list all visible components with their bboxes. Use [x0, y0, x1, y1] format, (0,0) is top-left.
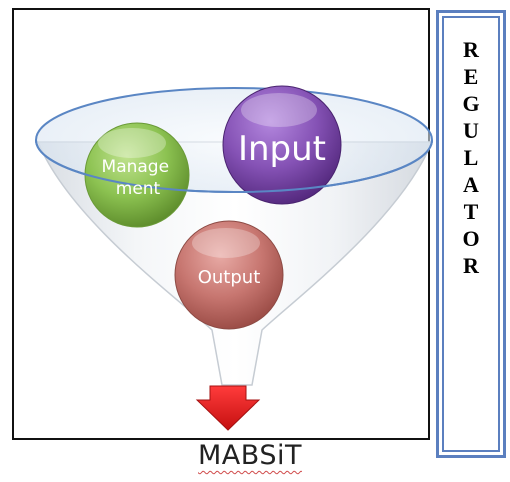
- output-sphere-label: Output: [198, 267, 261, 288]
- mabsit-label: MABSiT: [150, 440, 350, 471]
- regulator-letter: U: [463, 118, 479, 143]
- input-sphere: [222, 85, 342, 205]
- down-arrow-icon: [195, 385, 261, 431]
- regulator-letter: G: [462, 91, 480, 116]
- regulator-letter: E: [463, 64, 479, 89]
- regulator-frame-inner: [442, 16, 500, 452]
- regulator-letter: T: [463, 199, 479, 224]
- management-label-line-1: Manage: [102, 157, 170, 177]
- regulator-letter: L: [463, 145, 479, 170]
- management-label-line-2: ment: [116, 179, 161, 199]
- regulator-letter: R: [463, 253, 479, 278]
- regulator-letter: O: [462, 226, 480, 251]
- management-label: Manage ment: [102, 157, 175, 199]
- regulator-letter: R: [463, 37, 479, 62]
- regulator-letter: A: [463, 172, 479, 197]
- output-sphere: [174, 220, 284, 330]
- funnel-rim-front: [35, 139, 433, 193]
- mabsit-text: MABSiT: [198, 440, 302, 471]
- regulator-label: R E G U L A T O R: [442, 36, 500, 279]
- input-label: Input: [238, 129, 326, 169]
